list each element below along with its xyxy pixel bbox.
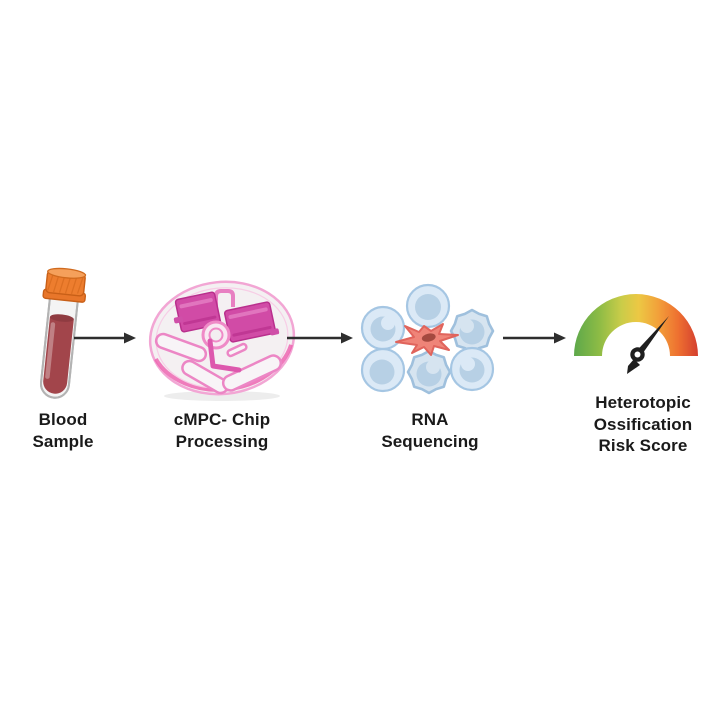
chip-channels	[154, 332, 283, 395]
step-label-line: RNA	[411, 410, 449, 429]
step-label-line: Ossification	[593, 414, 693, 434]
gauge-arc	[574, 294, 698, 356]
chip-bridge	[214, 289, 235, 307]
cell-bean	[360, 305, 406, 351]
microfluidic-chip-icon	[144, 277, 296, 408]
cell-round	[405, 283, 451, 329]
step-label-rna-sequencing: RNA Sequencing	[350, 409, 510, 452]
step-label-risk-score: Heterotopic Ossification Risk Score	[556, 392, 720, 457]
gauge-needle	[627, 316, 669, 374]
cell-bean	[449, 346, 495, 392]
blood-tube-icon	[16, 266, 104, 413]
step-label-line: Sample	[32, 431, 94, 451]
chip-center-well	[201, 320, 231, 350]
flow-arrow-icon	[286, 330, 354, 351]
step-label-blood-sample: Blood Sample	[8, 409, 118, 452]
cell-round	[360, 347, 406, 393]
cell-ruffled-bean	[449, 308, 495, 354]
step-label-line: Processing	[175, 431, 269, 451]
flow-arrow-icon	[502, 330, 567, 351]
flow-arrow-icon	[73, 330, 137, 351]
step-label-line: cMPC- Chip	[173, 410, 271, 429]
step-label-line: Heterotopic	[595, 393, 691, 412]
cell-ruffled-bean	[406, 349, 452, 395]
chip-l-channel	[207, 338, 242, 373]
cell-cluster-icon	[353, 279, 505, 406]
step-label-line: Blood	[38, 410, 88, 429]
blood-fill	[43, 316, 74, 394]
stellate-cell	[395, 323, 459, 356]
tube-cap	[42, 267, 87, 303]
step-label-line: Sequencing	[381, 431, 479, 451]
risk-gauge-icon	[570, 290, 702, 391]
step-label-chip-processing: cMPC- Chip Processing	[140, 409, 304, 452]
step-label-line: Risk Score	[598, 436, 688, 455]
